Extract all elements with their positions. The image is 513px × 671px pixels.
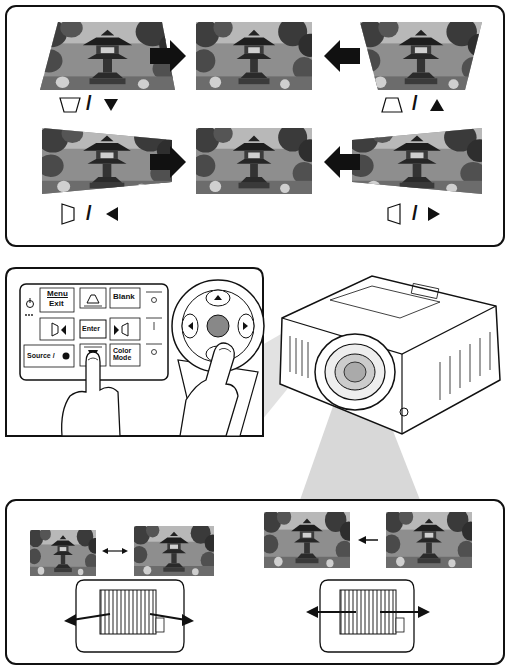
button-label: Enter xyxy=(82,325,100,332)
separator-slash: / xyxy=(86,203,92,224)
panel-frame xyxy=(6,500,504,664)
separator-slash: / xyxy=(86,93,92,114)
panel-frame xyxy=(6,268,263,436)
projector-drawing xyxy=(280,276,500,434)
panel-frame xyxy=(6,6,504,246)
button-label: Color Mode xyxy=(113,347,139,362)
button-label: Blank xyxy=(113,293,135,301)
separator-slash: / xyxy=(412,93,418,114)
button-label: Source / xyxy=(27,352,55,359)
separator-slash: / xyxy=(412,203,418,224)
button-label: Exit xyxy=(49,300,64,308)
button-label: Menu xyxy=(47,290,68,298)
